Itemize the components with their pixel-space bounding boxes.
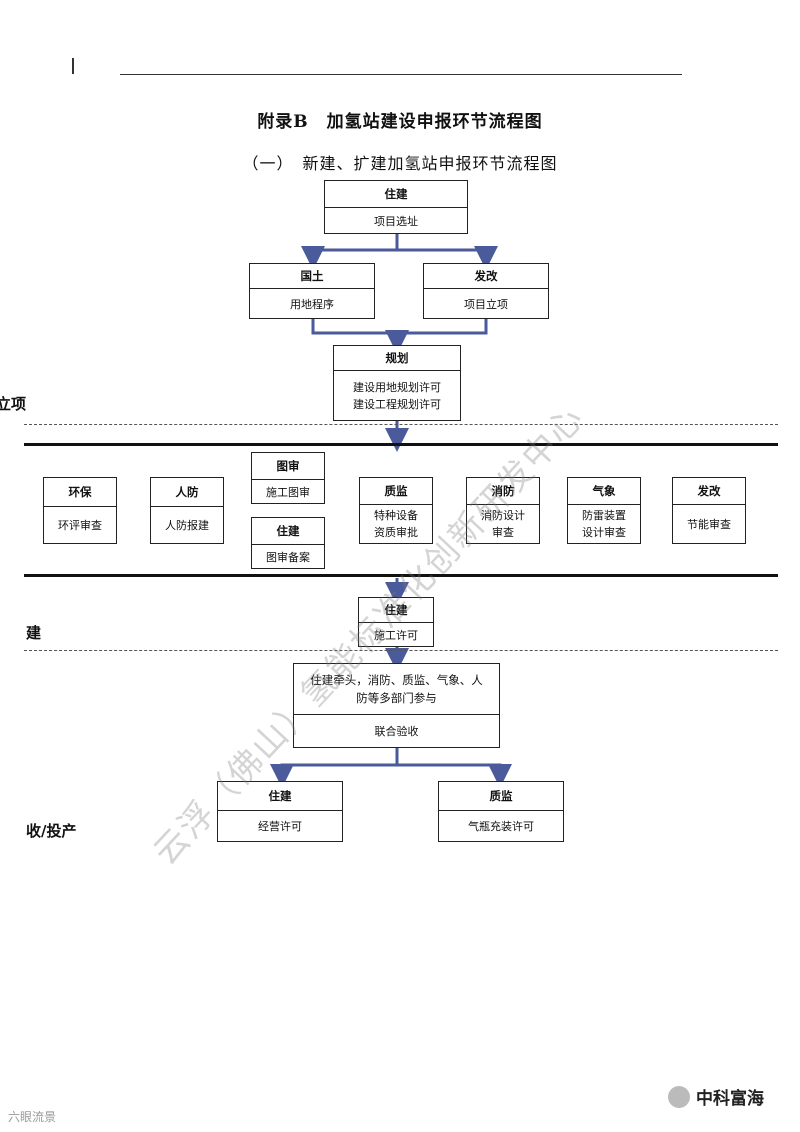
box-head: 人防 [151,478,223,507]
box-head: 住建 [218,782,342,811]
box-drawing-review: 图审 施工图审 [251,452,325,504]
stage-divider-dashed [24,650,778,651]
header-rule [120,74,682,75]
box-head: 气象 [568,478,640,505]
wechat-icon [668,1085,690,1108]
box-body: 消防设计 审查 [481,509,525,539]
brand-logo-right: 中科富海 [668,1084,764,1109]
stage-divider-solid [24,574,778,577]
box-body: 环评审查 [58,518,102,532]
box-fire: 消防 消防设计 审查 [466,477,540,544]
box-quality: 质监 特种设备 资质审批 [359,477,433,544]
box-head: 发改 [424,264,548,289]
stage-label-build: 建 [26,624,42,642]
box-head: 规划 [334,346,460,371]
page-title: 附录B 加氢站建设申报环节流程图 [257,112,543,132]
box-drawing-record: 住建 图审备案 [251,517,325,569]
stage-divider-dashed [24,424,778,425]
box-body: 防雷装置 设计审查 [582,509,626,539]
box-body: 人防报建 [165,518,209,532]
box-head: 住建 [252,518,324,545]
box-body: 联合验收 [374,724,419,738]
stage-label-acceptance: 收/投产 [26,822,77,840]
box-head: 国土 [250,264,374,289]
box-joint-acceptance: 住建牵头，消防、质监、气象、人 防等多部门参与 联合验收 [293,663,500,748]
box-body: 建设用地规划许可 建设工程规划许可 [353,381,441,411]
box-head: 住建牵头，消防、质监、气象、人 防等多部门参与 [294,664,499,715]
box-body: 用地程序 [290,297,334,311]
box-operation-permit: 住建 经营许可 [217,781,343,842]
page-subtitle: （一） 新建、扩建加氢站申报环节流程图 [242,154,558,173]
box-body: 经营许可 [258,820,302,833]
box-head: 质监 [439,782,563,811]
stage-divider-solid [24,443,778,446]
box-planning: 规划 建设用地规划许可 建设工程规划许可 [333,345,461,421]
box-body: 图审备案 [266,550,310,564]
header-left-mark [72,58,74,74]
box-energy: 发改 节能审查 [672,477,746,544]
box-head: 消防 [467,478,539,505]
box-body: 节能审查 [687,517,731,531]
brand-logo-left: 六眼流景 [8,1110,57,1124]
box-body: 施工图审 [266,485,310,499]
box-construction-permit: 住建 施工许可 [358,597,434,647]
box-head: 住建 [359,598,433,623]
box-environment: 环保 环评审查 [43,477,117,544]
box-body: 项目选址 [374,214,418,228]
box-head: 质监 [360,478,432,505]
box-body: 特种设备 资质审批 [374,509,418,539]
box-weather: 气象 防雷装置 设计审查 [567,477,641,544]
box-civil-defense: 人防 人防报建 [150,477,224,544]
box-site-selection: 住建 项目选址 [324,180,468,234]
stage-label-project: 立项 [0,395,27,413]
box-head: 发改 [673,478,745,505]
box-head: 住建 [325,181,467,208]
box-head: 环保 [44,478,116,507]
box-approval: 发改 项目立项 [423,263,549,319]
box-head: 图审 [252,453,324,480]
box-body: 项目立项 [464,297,508,311]
box-cylinder-permit: 质监 气瓶充装许可 [438,781,564,842]
box-body: 气瓶充装许可 [468,820,534,833]
box-body: 施工许可 [374,628,418,642]
box-land: 国土 用地程序 [249,263,375,319]
